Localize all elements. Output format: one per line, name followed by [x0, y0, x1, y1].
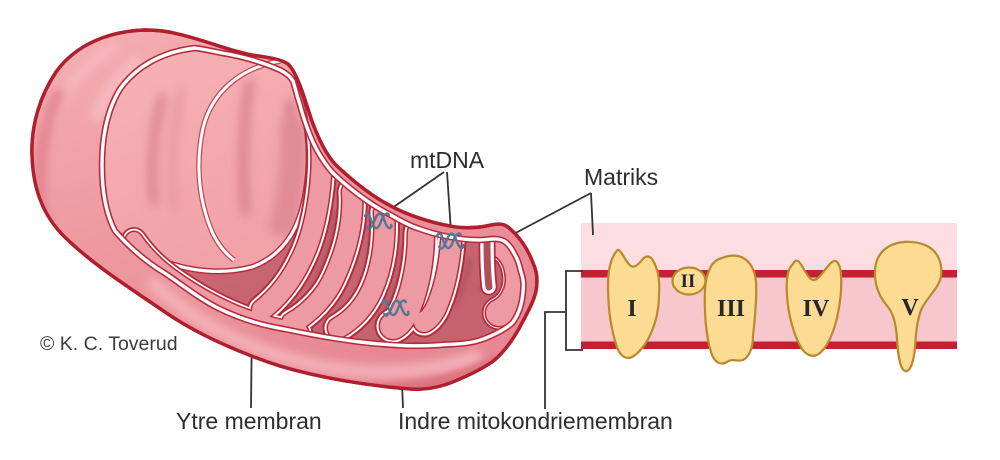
svg-text:IV: IV	[803, 296, 830, 322]
svg-text:V: V	[901, 295, 919, 321]
svg-text:II: II	[681, 271, 696, 292]
svg-text:I: I	[627, 296, 636, 322]
svg-text:III: III	[717, 296, 745, 322]
